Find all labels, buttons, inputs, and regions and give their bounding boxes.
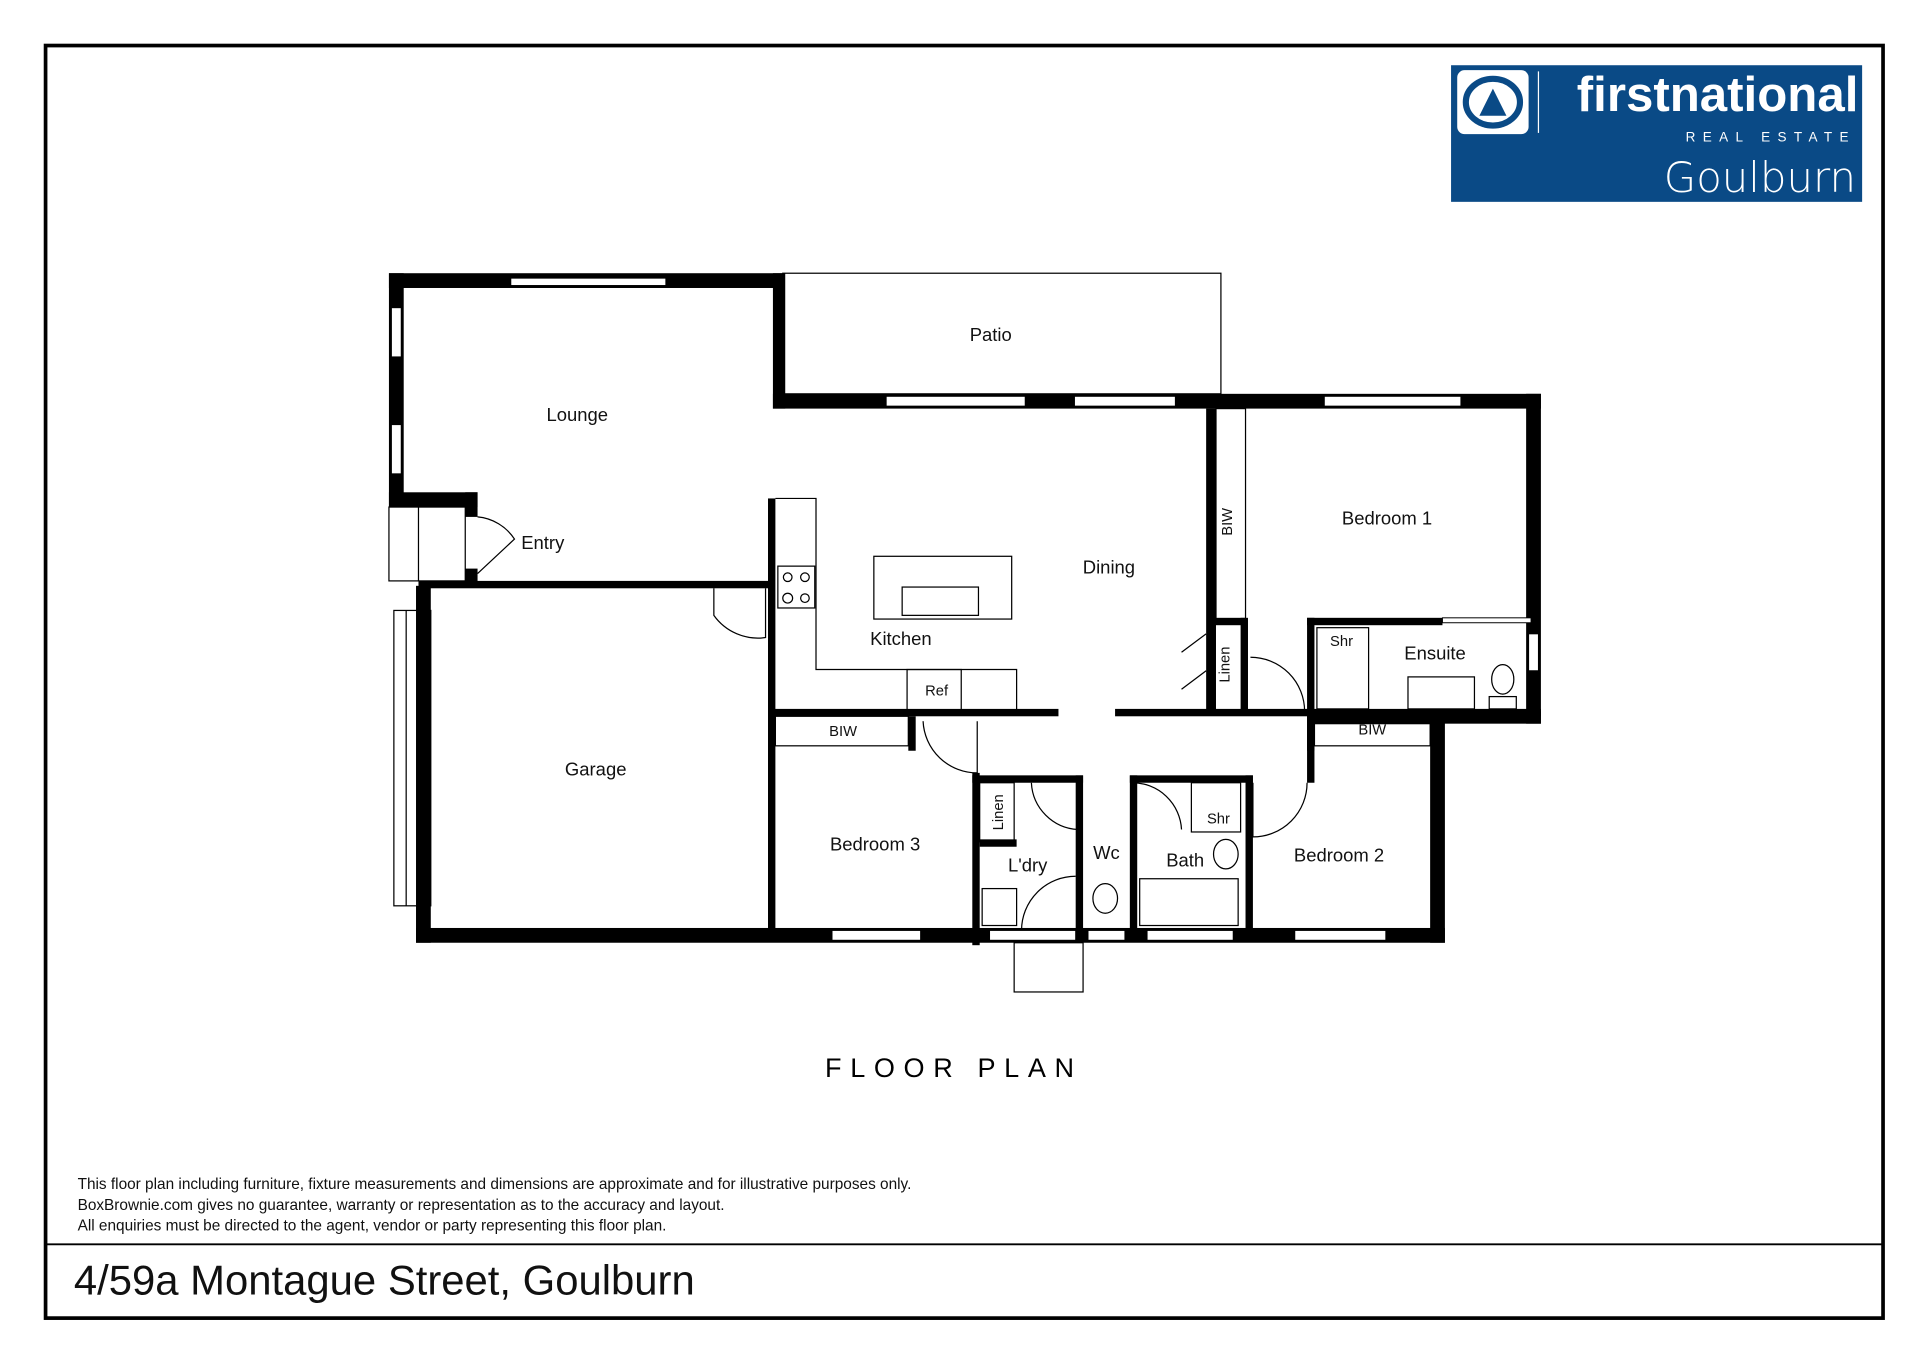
- label-ref: Ref: [925, 683, 949, 699]
- disclaimer: This floor plan including furniture, fix…: [78, 1176, 912, 1235]
- room-labels: Lounge Patio Entry Dining Kitchen Ref Be…: [521, 324, 1466, 875]
- room-bath: Bath: [1166, 849, 1204, 870]
- room-wc: Wc: [1093, 842, 1120, 863]
- room-dining: Dining: [1083, 557, 1135, 578]
- label-biw-1: BIW: [1220, 508, 1236, 536]
- plan-walls: [388, 272, 1541, 993]
- logo-sub: REAL ESTATE: [1686, 130, 1856, 145]
- room-kitchen: Kitchen: [870, 628, 932, 649]
- disclaimer-line: BoxBrownie.com gives no guarantee, warra…: [78, 1197, 725, 1214]
- room-bedroom-1: Bedroom 1: [1342, 507, 1432, 528]
- label-shr-1: Shr: [1330, 634, 1353, 650]
- room-bedroom-2: Bedroom 2: [1294, 845, 1384, 866]
- room-entry: Entry: [521, 532, 565, 553]
- label-linen-2: Linen: [991, 794, 1007, 830]
- room-patio: Patio: [970, 324, 1012, 345]
- plan-title: FLOOR PLAN: [825, 1052, 1083, 1083]
- logo-brand: firstnational: [1577, 67, 1859, 122]
- page-border: [43, 43, 1885, 1320]
- room-bedroom-3: Bedroom 3: [830, 833, 920, 854]
- room-lounge: Lounge: [546, 404, 608, 425]
- disclaimer-line: This floor plan including furniture, fix…: [78, 1176, 912, 1193]
- property-address: 4/59a Montague Street, Goulburn: [74, 1257, 695, 1304]
- room-garage: Garage: [565, 758, 627, 779]
- label-shr-2: Shr: [1207, 811, 1230, 827]
- label-linen-1: Linen: [1218, 647, 1234, 683]
- logo-office: Goulburn: [1664, 153, 1856, 202]
- room-laundry: L'dry: [1008, 854, 1048, 875]
- disclaimer-line: All enquiries must be directed to the ag…: [78, 1218, 667, 1235]
- label-biw-2: BIW: [1358, 723, 1386, 739]
- label-biw-3: BIW: [829, 724, 857, 740]
- agency-logo: firstnational REAL ESTATE Goulburn: [1451, 65, 1863, 202]
- room-ensuite: Ensuite: [1404, 643, 1466, 664]
